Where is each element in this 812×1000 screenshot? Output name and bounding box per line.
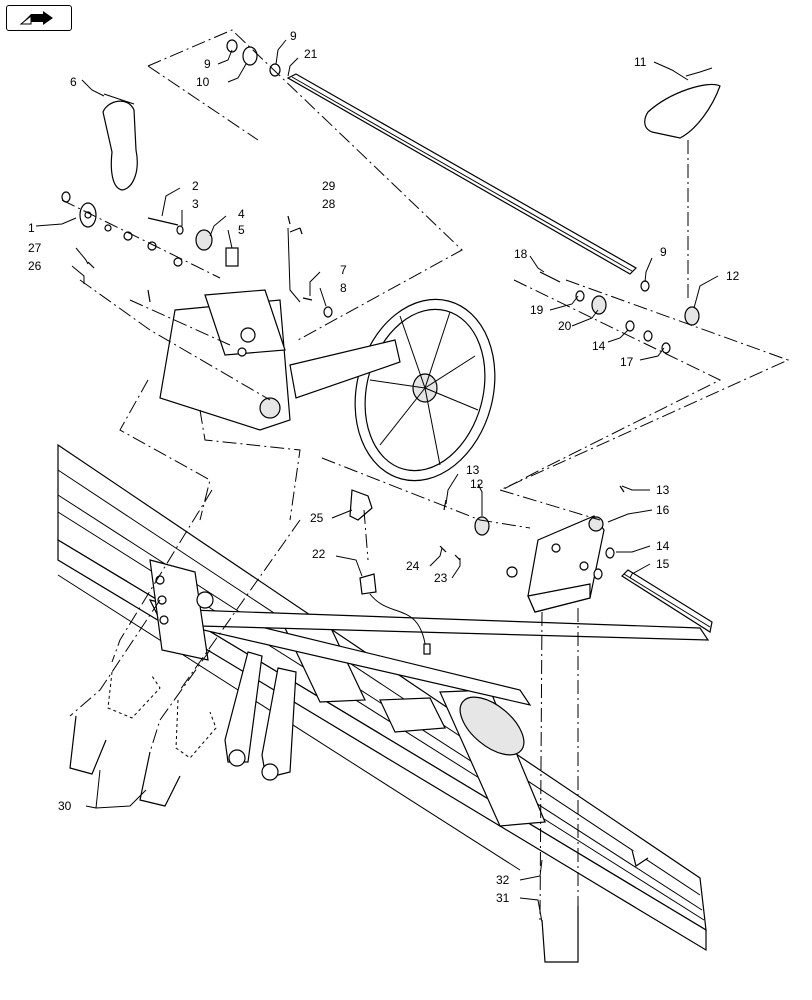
u-bolt-30-left	[69, 715, 107, 775]
callout-22: 22	[312, 547, 326, 561]
previous-page-arrow-icon[interactable]	[6, 5, 72, 31]
u-bolt-31	[541, 906, 579, 963]
callout-3: 3	[192, 197, 199, 211]
callout-leaders	[35, 39, 719, 923]
callout-13-a: 13	[466, 463, 480, 477]
callout-labels: 1 2 3 4 5 6 7 8 9 9 9 10 11 12 12 13 13 …	[28, 29, 740, 905]
callout-21: 21	[304, 47, 318, 61]
callout-11: 11	[634, 55, 647, 69]
callout-18: 18	[514, 247, 528, 261]
callout-14-a: 14	[592, 339, 606, 353]
callout-32: 32	[496, 873, 510, 887]
callout-14-b: 14	[656, 539, 670, 553]
callout-26: 26	[28, 259, 42, 273]
callout-16: 16	[656, 503, 670, 517]
callout-12-a: 12	[726, 269, 740, 283]
bracket-16	[527, 515, 605, 613]
callout-12-b: 12	[470, 477, 484, 491]
callout-9-c: 9	[660, 245, 667, 259]
assembly-phantom-lines	[61, 29, 790, 921]
callout-23: 23	[434, 571, 448, 585]
callout-25: 25	[310, 511, 324, 525]
callout-13-b: 13	[656, 483, 670, 497]
callout-9-b: 9	[290, 29, 297, 43]
callout-19: 19	[530, 303, 544, 317]
callout-24: 24	[406, 559, 420, 573]
small-hardware	[61, 39, 700, 580]
lift-arms	[224, 651, 297, 781]
callout-28: 28	[322, 197, 336, 211]
handle-11	[644, 67, 721, 139]
callout-17: 17	[620, 355, 634, 369]
callout-8: 8	[340, 281, 347, 295]
callout-4: 4	[238, 207, 245, 221]
handle-6	[102, 93, 138, 191]
sensor-22	[359, 573, 431, 655]
shaft-21	[286, 73, 637, 275]
callout-29: 29	[322, 179, 336, 193]
callout-30: 30	[58, 799, 72, 813]
callout-9-a: 9	[204, 57, 211, 71]
callout-20: 20	[558, 319, 572, 333]
frame-mount-plate	[149, 559, 214, 661]
callout-7: 7	[340, 263, 347, 277]
frame-clip	[631, 849, 649, 867]
callout-5: 5	[238, 223, 245, 237]
callout-15: 15	[656, 557, 670, 571]
wheel-arm-bracket	[159, 289, 401, 431]
bracket-25	[349, 489, 373, 521]
u-bolt-30-right	[139, 751, 181, 807]
shaft-15	[621, 569, 713, 633]
ghost-u-bolts	[107, 671, 217, 759]
main-frame-beam	[57, 443, 707, 952]
callout-31: 31	[496, 891, 510, 905]
gauge-wheel-sprocket	[354, 298, 496, 482]
callout-6: 6	[70, 75, 77, 89]
callout-2: 2	[192, 179, 199, 193]
callout-10: 10	[196, 75, 210, 89]
callout-27: 27	[28, 241, 42, 255]
callout-1: 1	[28, 221, 35, 235]
